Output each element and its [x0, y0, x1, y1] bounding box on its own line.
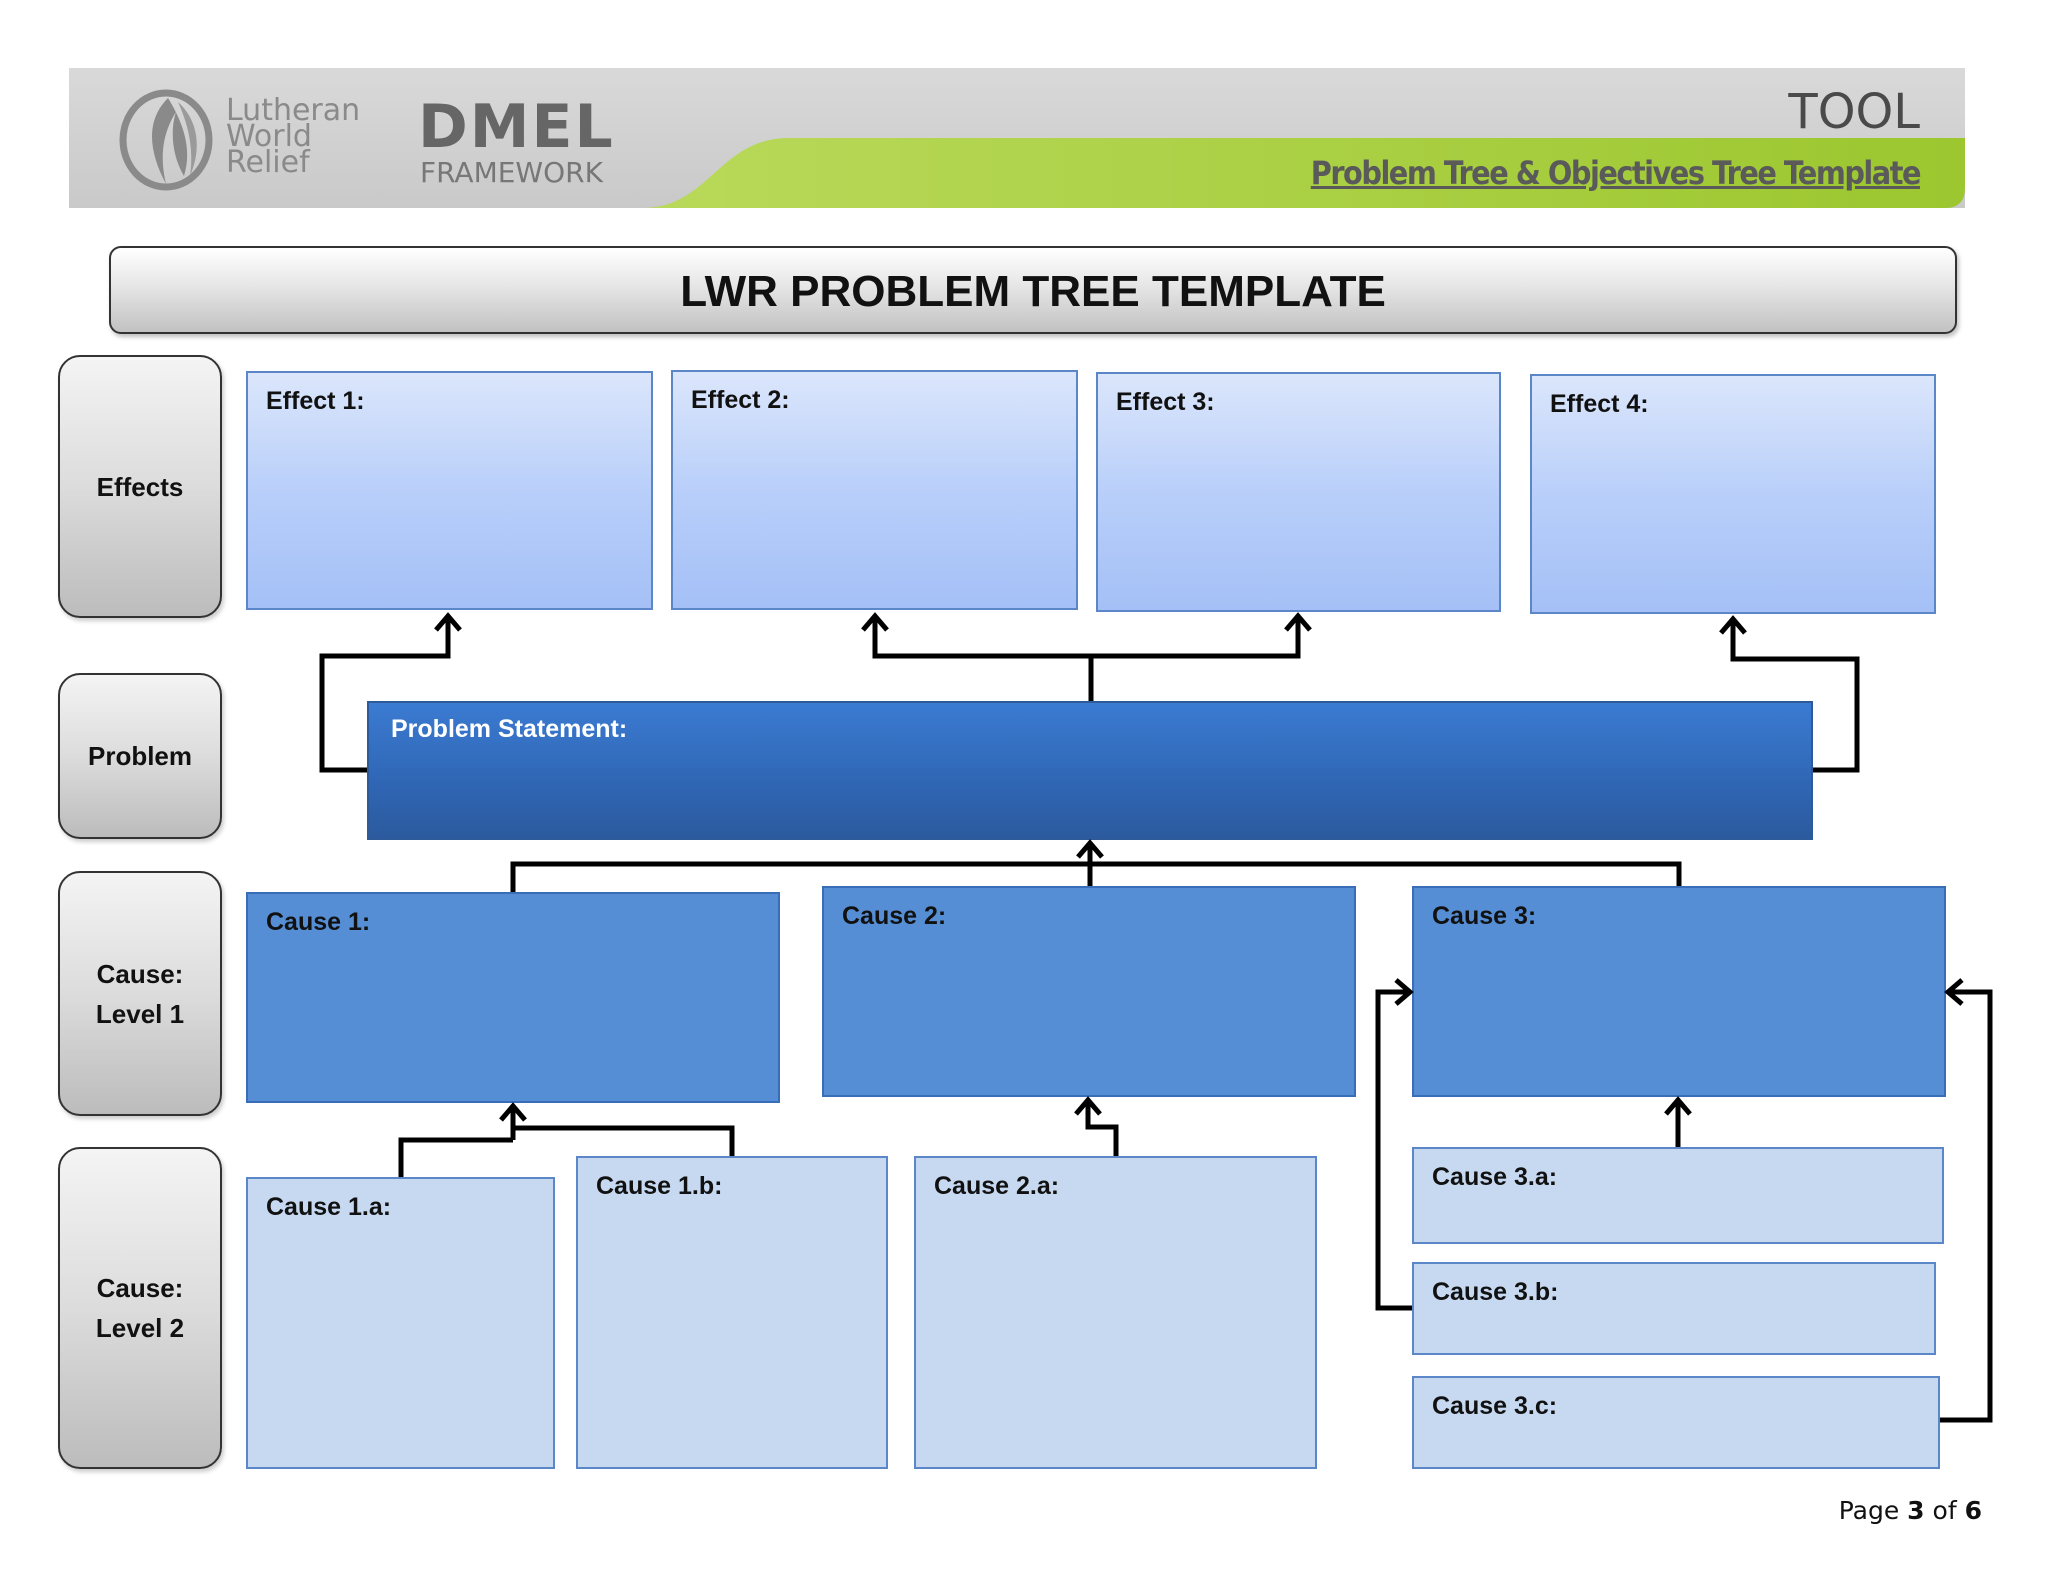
dmel-brand: DMEL [418, 92, 615, 162]
logo-line-3: Relief [226, 145, 310, 180]
tool-label: TOOL [1788, 84, 1920, 140]
lwr-flame-icon [119, 89, 213, 191]
cause-3a-box[interactable]: Cause 3.a: [1412, 1147, 1944, 1244]
connector-causes-to-problem [510, 861, 1682, 892]
arrowhead-cause-1 [499, 1102, 527, 1122]
connector-cause-1a [398, 1137, 513, 1177]
cause-2a-box[interactable]: Cause 2.a: [914, 1156, 1317, 1469]
logo-line-1: Lutheran [226, 93, 361, 128]
cause-3c-box[interactable]: Cause 3.c: [1412, 1376, 1940, 1469]
connector-problem-effect-1 [319, 616, 451, 773]
arrowhead-effect-4 [1719, 615, 1747, 635]
cause-2a-label: Cause 2.a: [934, 1172, 1060, 1200]
header-banner [69, 68, 1965, 208]
cause-1-label: Cause 1: [266, 908, 371, 936]
row-label-cause-level-1-line-2: Level 1 [95, 998, 185, 1029]
framework-label: FRAMEWORK [420, 156, 603, 189]
connector-problem-effect-4 [1730, 619, 1860, 773]
effect-4-label: Effect 4: [1550, 390, 1649, 418]
arrowhead-cause-3-bottom [1664, 1096, 1692, 1116]
cause-3-label: Cause 3: [1432, 902, 1537, 930]
cause-2-label: Cause 2: [842, 902, 947, 930]
header-banner-background [69, 68, 1965, 208]
row-label-cause-level-1: Cause: Level 1 [58, 871, 222, 1116]
connector-cause-2a [1085, 1100, 1119, 1156]
cause-3c-label: Cause 3.c: [1432, 1392, 1558, 1420]
connector-effect-2 [872, 616, 1091, 659]
row-label-problem-text: Problem [87, 741, 193, 771]
row-label-problem: Problem [58, 673, 222, 839]
page-of: of [1932, 1496, 1957, 1525]
effect-box-2[interactable]: Effect 2: [671, 370, 1078, 610]
problem-statement-label: Problem Statement: [391, 715, 628, 743]
effect-box-3[interactable]: Effect 3: [1096, 372, 1501, 612]
cause-2-box[interactable]: Cause 2: [822, 886, 1356, 1097]
arrowhead-cause-3-left [1394, 978, 1414, 1006]
connector-cause-3c [1940, 989, 1993, 1423]
connector-effect-3 [1091, 616, 1301, 659]
cause-3a-label: Cause 3.a: [1432, 1163, 1558, 1191]
page-indicator: Page 3 of 6 [1839, 1496, 1982, 1525]
logo-line-2: World [226, 119, 312, 154]
page-title: LWR PROBLEM TREE TEMPLATE [680, 267, 1386, 316]
row-label-cause-level-2: Cause: Level 2 [58, 1147, 222, 1469]
arrowhead-effect-2 [861, 612, 889, 632]
template-subtitle: Problem Tree & Objectives Tree Template [1310, 154, 1922, 192]
arrowhead-problem [1076, 839, 1104, 859]
effect-box-4[interactable]: Effect 4: [1530, 374, 1936, 614]
effect-1-label: Effect 1: [266, 387, 365, 415]
arrowhead-cause-2 [1074, 1096, 1102, 1116]
effect-box-1[interactable]: Effect 1: [246, 371, 653, 610]
page-total: 6 [1964, 1496, 1982, 1525]
arrowhead-cause-3-right [1944, 978, 1964, 1006]
cause-1a-box[interactable]: Cause 1.a: [246, 1177, 555, 1469]
cause-3b-label: Cause 3.b: [1432, 1278, 1559, 1306]
cause-3-box[interactable]: Cause 3: [1412, 886, 1946, 1097]
lwr-logo [118, 89, 218, 191]
arrowhead-effect-1 [434, 612, 462, 632]
cause-1b-box[interactable]: Cause 1.b: [576, 1156, 888, 1469]
cause-3b-box[interactable]: Cause 3.b: [1412, 1262, 1936, 1355]
arrowhead-effect-3 [1284, 612, 1312, 632]
page-prefix: Page [1838, 1496, 1900, 1525]
cause-1a-label: Cause 1.a: [266, 1193, 392, 1221]
cause-1b-label: Cause 1.b: [596, 1172, 723, 1200]
effect-2-label: Effect 2: [691, 386, 790, 414]
row-label-effects: Effects [58, 355, 222, 618]
cause-1-box[interactable]: Cause 1: [246, 892, 780, 1103]
effect-3-label: Effect 3: [1116, 388, 1215, 416]
row-label-cause-level-2-line-2: Level 2 [95, 1313, 185, 1343]
problem-statement-box[interactable]: Problem Statement: [367, 701, 1813, 840]
row-label-cause-level-2-line-1: Cause: [96, 1273, 184, 1303]
row-label-cause-level-1-line-1: Cause: [96, 958, 184, 989]
connector-cause-3b [1375, 989, 1412, 1311]
page-current: 3 [1907, 1496, 1925, 1525]
connector-cause-1b [513, 1125, 735, 1156]
title-bar: LWR PROBLEM TREE TEMPLATE [109, 246, 1957, 334]
row-label-effects-text: Effects [96, 471, 184, 502]
